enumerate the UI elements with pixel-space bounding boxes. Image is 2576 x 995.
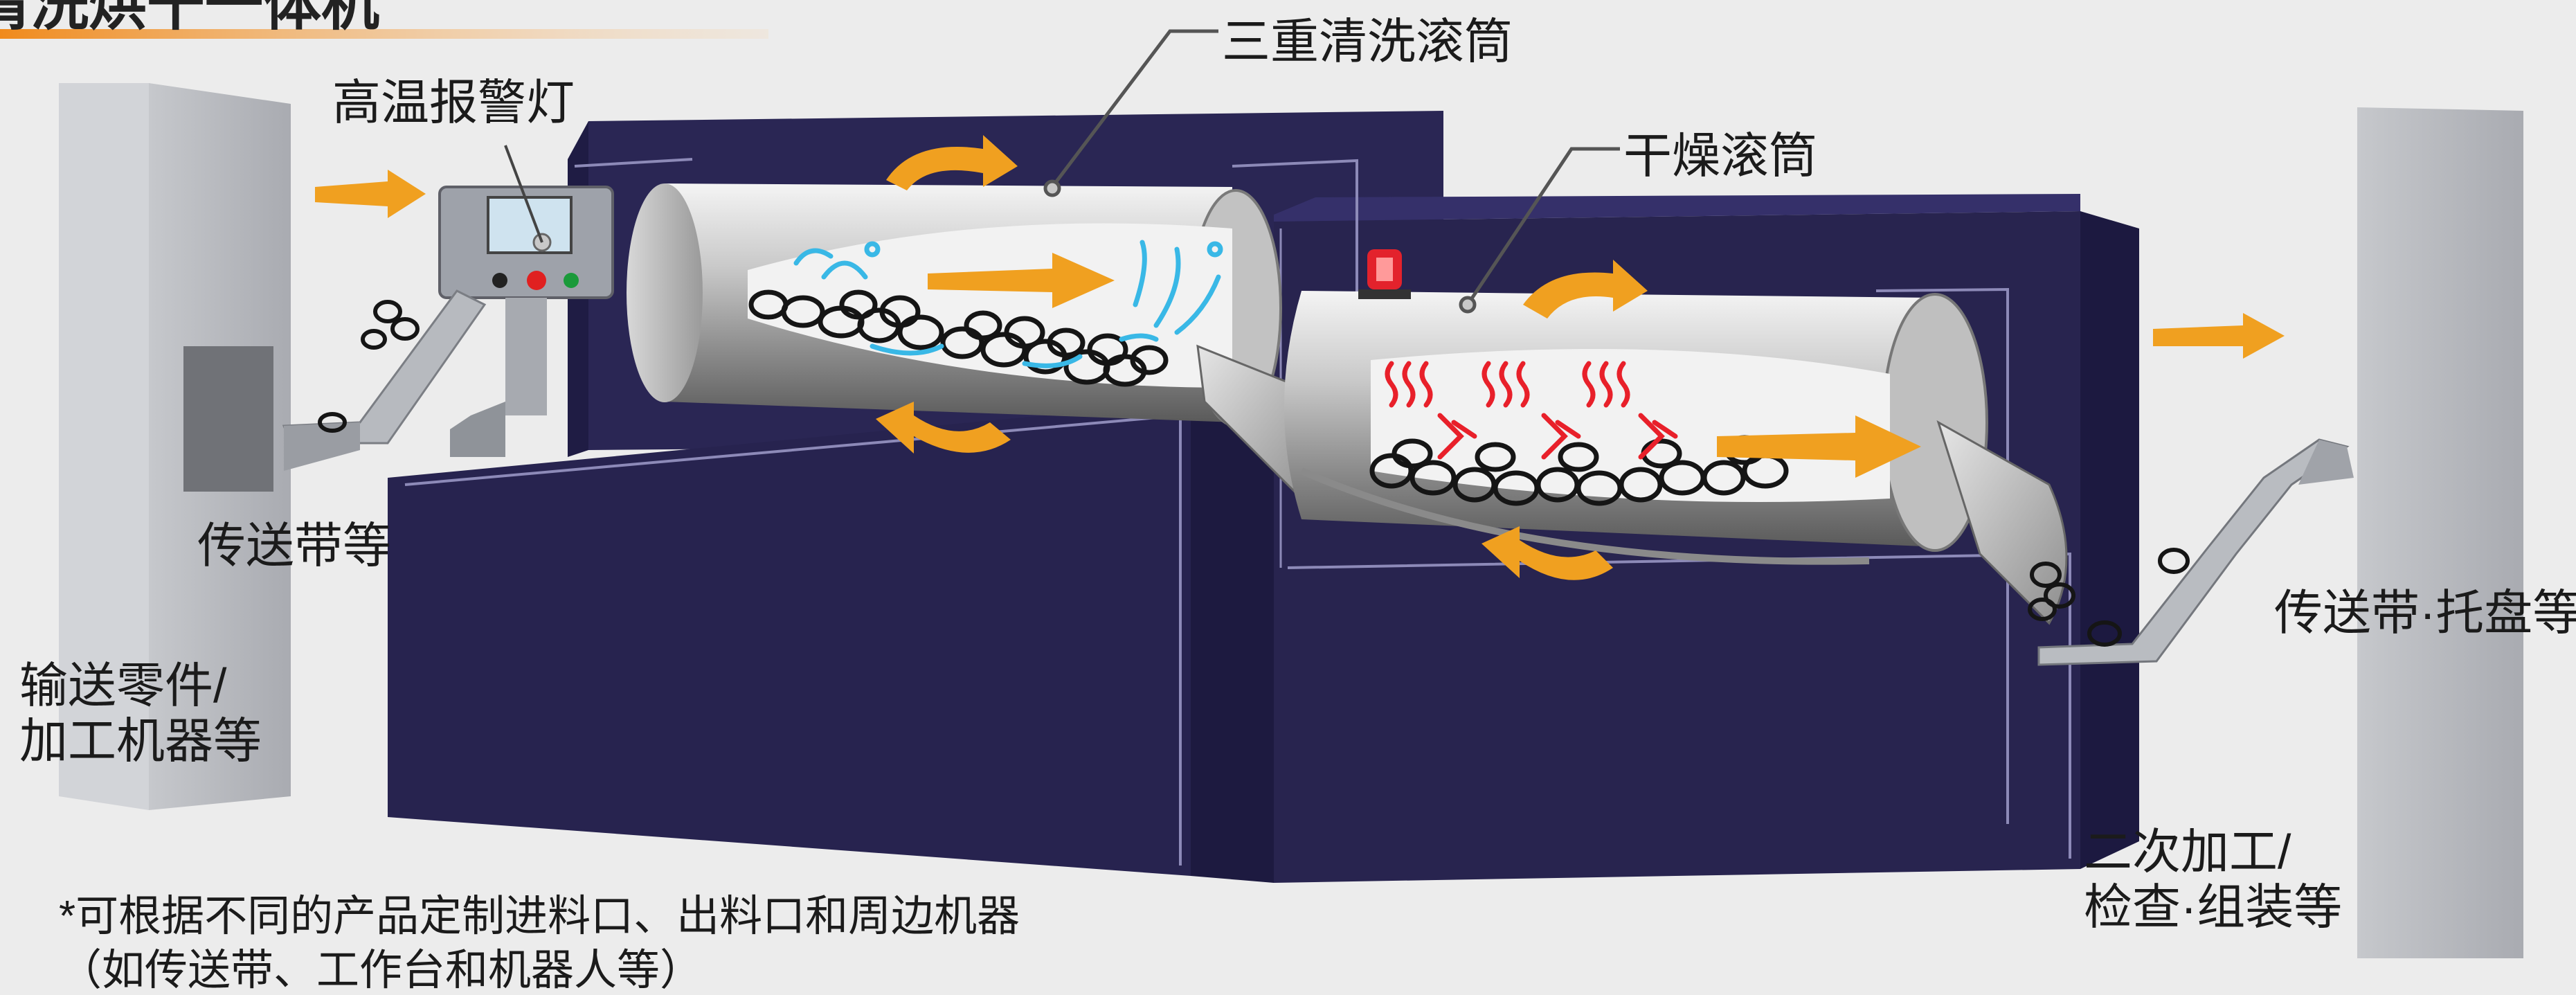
wash-drum-parts	[748, 289, 1169, 387]
label-post-process-line1: 二次加工/	[2084, 825, 2291, 879]
feed-source-pillar	[59, 83, 291, 810]
label-triple-wash-drum: 三重清洗滚筒	[1222, 15, 1513, 69]
dry-drum	[1284, 291, 1988, 565]
output-parts	[2028, 548, 2190, 647]
inlet-conveyor	[282, 289, 487, 471]
leader-lines	[1043, 29, 1620, 314]
footnote-line2: （如传送带、工作台和机器人等）	[59, 947, 703, 994]
rotate-arrow-icon	[886, 135, 1018, 190]
alarm-light	[1358, 249, 1411, 299]
rotate-arrow-icon	[1481, 526, 1613, 580]
label-dry-drum: 干燥滚筒	[1623, 129, 1817, 183]
wash-drum	[627, 183, 1282, 427]
dry-drum-parts	[1369, 435, 1789, 506]
rotate-arrow-icon	[1523, 260, 1648, 319]
page-title: 清洗烘干一体机	[0, 0, 380, 37]
label-feed-source-line1: 输送零件/	[19, 658, 227, 712]
footnote-line1: *可根据不同的产品定制进料口、出料口和周边机器	[59, 893, 1020, 940]
outlet-chute	[1936, 420, 2068, 625]
label-feed-source-line2: 加工机器等	[19, 714, 262, 768]
rotate-arrow-icon	[876, 402, 1011, 454]
title-underline	[0, 29, 768, 39]
arrow-dry-flow-icon	[1717, 415, 1921, 478]
label-post-process-line2: 检查·组装等	[2084, 880, 2343, 934]
heat-waves	[1385, 361, 1678, 460]
flow-arrows	[315, 135, 2285, 580]
arrow-in-icon	[315, 170, 426, 218]
label-conveyor-in: 传送带等	[197, 519, 391, 573]
inlet-parts	[318, 300, 420, 433]
arrow-out-icon	[2153, 313, 2285, 359]
control-panel	[438, 145, 614, 457]
label-conveyor-out: 传送带·托盘等	[2274, 586, 2576, 640]
label-high-temp-alarm: 高温报警灯	[332, 75, 575, 129]
washer-dryer-illustration	[0, 29, 2523, 958]
water-splash	[793, 240, 1223, 368]
arrow-wash-flow-icon	[928, 253, 1115, 308]
output-pillar	[2357, 107, 2523, 958]
